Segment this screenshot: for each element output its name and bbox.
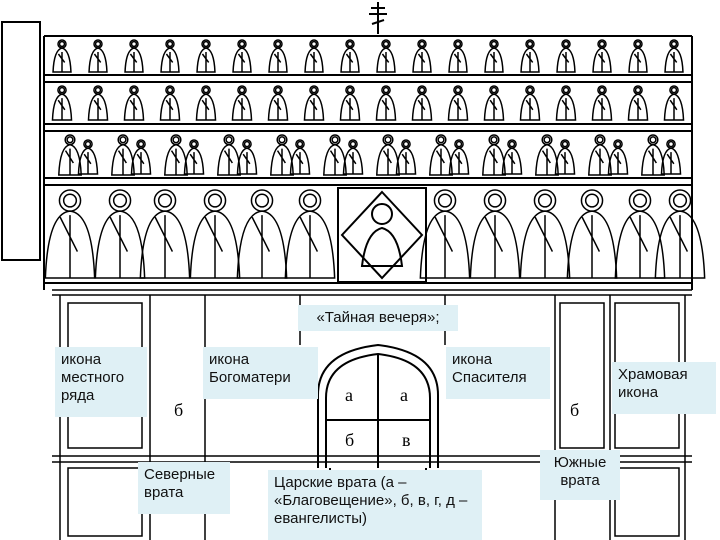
saint-figure (77, 139, 99, 175)
saint-figure (411, 85, 433, 121)
saint-figure (556, 39, 576, 73)
saint-figure (607, 139, 629, 175)
saint-figure (51, 85, 73, 121)
saint-figure (419, 189, 471, 279)
saint-figure (412, 39, 432, 73)
icon-tiers (43, 35, 693, 290)
saint-figures (44, 39, 706, 279)
saint-figure (236, 139, 258, 175)
cross-icon (369, 2, 387, 34)
saint-figure (160, 39, 180, 73)
saint-figure (660, 139, 682, 175)
saint-figure (447, 85, 469, 121)
saint-figure (340, 39, 360, 73)
saint-figure (375, 85, 397, 121)
saint-figure (139, 189, 191, 279)
saint-figure (519, 189, 571, 279)
saint-figure (323, 134, 347, 176)
saint-figure (164, 134, 188, 176)
callout-north-doors: Северные врата (138, 462, 230, 514)
saint-figure (217, 134, 241, 176)
door-mark-g: б (174, 400, 184, 420)
saint-figure (111, 134, 135, 176)
saint-figure (130, 139, 152, 175)
saint-figure (592, 39, 612, 73)
saint-figure (429, 134, 453, 176)
saint-figure (483, 85, 505, 121)
saint-figure (289, 139, 311, 175)
saint-figure (58, 134, 82, 176)
callout-theotokos-icon: икона Богоматери (203, 347, 318, 399)
door-mark-a-right: а (400, 385, 408, 405)
saint-figure (195, 85, 217, 121)
saint-figure (484, 39, 504, 73)
saint-figure (304, 39, 324, 73)
saint-figure (94, 189, 146, 279)
saint-figure (614, 189, 666, 279)
door-mark-a-left: а (345, 385, 353, 405)
saint-figure (159, 85, 181, 121)
saint-figure (123, 85, 145, 121)
door-mark-v: в (402, 430, 411, 450)
door-mark-b: б (345, 430, 355, 450)
saint-figure (519, 85, 541, 121)
saint-figure (232, 39, 252, 73)
saint-figure (87, 85, 109, 121)
saint-figure (284, 189, 336, 279)
callout-last-supper: «Тайная вечеря»; (298, 305, 458, 331)
saint-figure (267, 85, 289, 121)
callout-south-doors: Южные врата (540, 450, 620, 500)
saint-figure (376, 39, 396, 73)
saint-figure (183, 139, 205, 175)
saint-figure (270, 134, 294, 176)
saint-figure (231, 85, 253, 121)
saint-figure (124, 39, 144, 73)
saint-figure (501, 139, 523, 175)
saint-figure (566, 189, 618, 279)
christ-in-majesty (337, 187, 427, 283)
saint-figure (236, 189, 288, 279)
saint-figure (342, 139, 364, 175)
saint-figure (628, 39, 648, 73)
saint-figure (555, 85, 577, 121)
door-mark-d: б (570, 400, 580, 420)
saint-figure (482, 134, 506, 176)
saint-figure (376, 134, 400, 176)
saint-figure (664, 39, 684, 73)
saint-figure (641, 134, 665, 176)
saint-figure (268, 39, 288, 73)
callout-temple-icon: Храмовая икона (612, 362, 716, 414)
saint-figure (44, 189, 96, 279)
saint-figure (554, 139, 576, 175)
saint-figure (588, 134, 612, 176)
saint-figure (196, 39, 216, 73)
saint-figure (627, 85, 649, 121)
saint-figure (303, 85, 325, 121)
saint-figure (339, 85, 361, 121)
saint-figure (663, 85, 685, 121)
saint-figure (448, 39, 468, 73)
saint-figure (52, 39, 72, 73)
saint-figure (654, 189, 706, 279)
saint-figure (448, 139, 470, 175)
side-panel (1, 21, 41, 261)
callout-savior-icon: икона Спасителя (446, 347, 550, 399)
saint-figure (88, 39, 108, 73)
saint-figure (591, 85, 613, 121)
callout-royal-doors: Царские врата (а – «Благовещение», б, в,… (268, 470, 482, 540)
saint-figure (469, 189, 521, 279)
saint-figure (520, 39, 540, 73)
saint-figure (395, 139, 417, 175)
saint-figure (535, 134, 559, 176)
saint-figure (189, 189, 241, 279)
callout-local-rank-icon: икона местного ряда (55, 347, 147, 417)
